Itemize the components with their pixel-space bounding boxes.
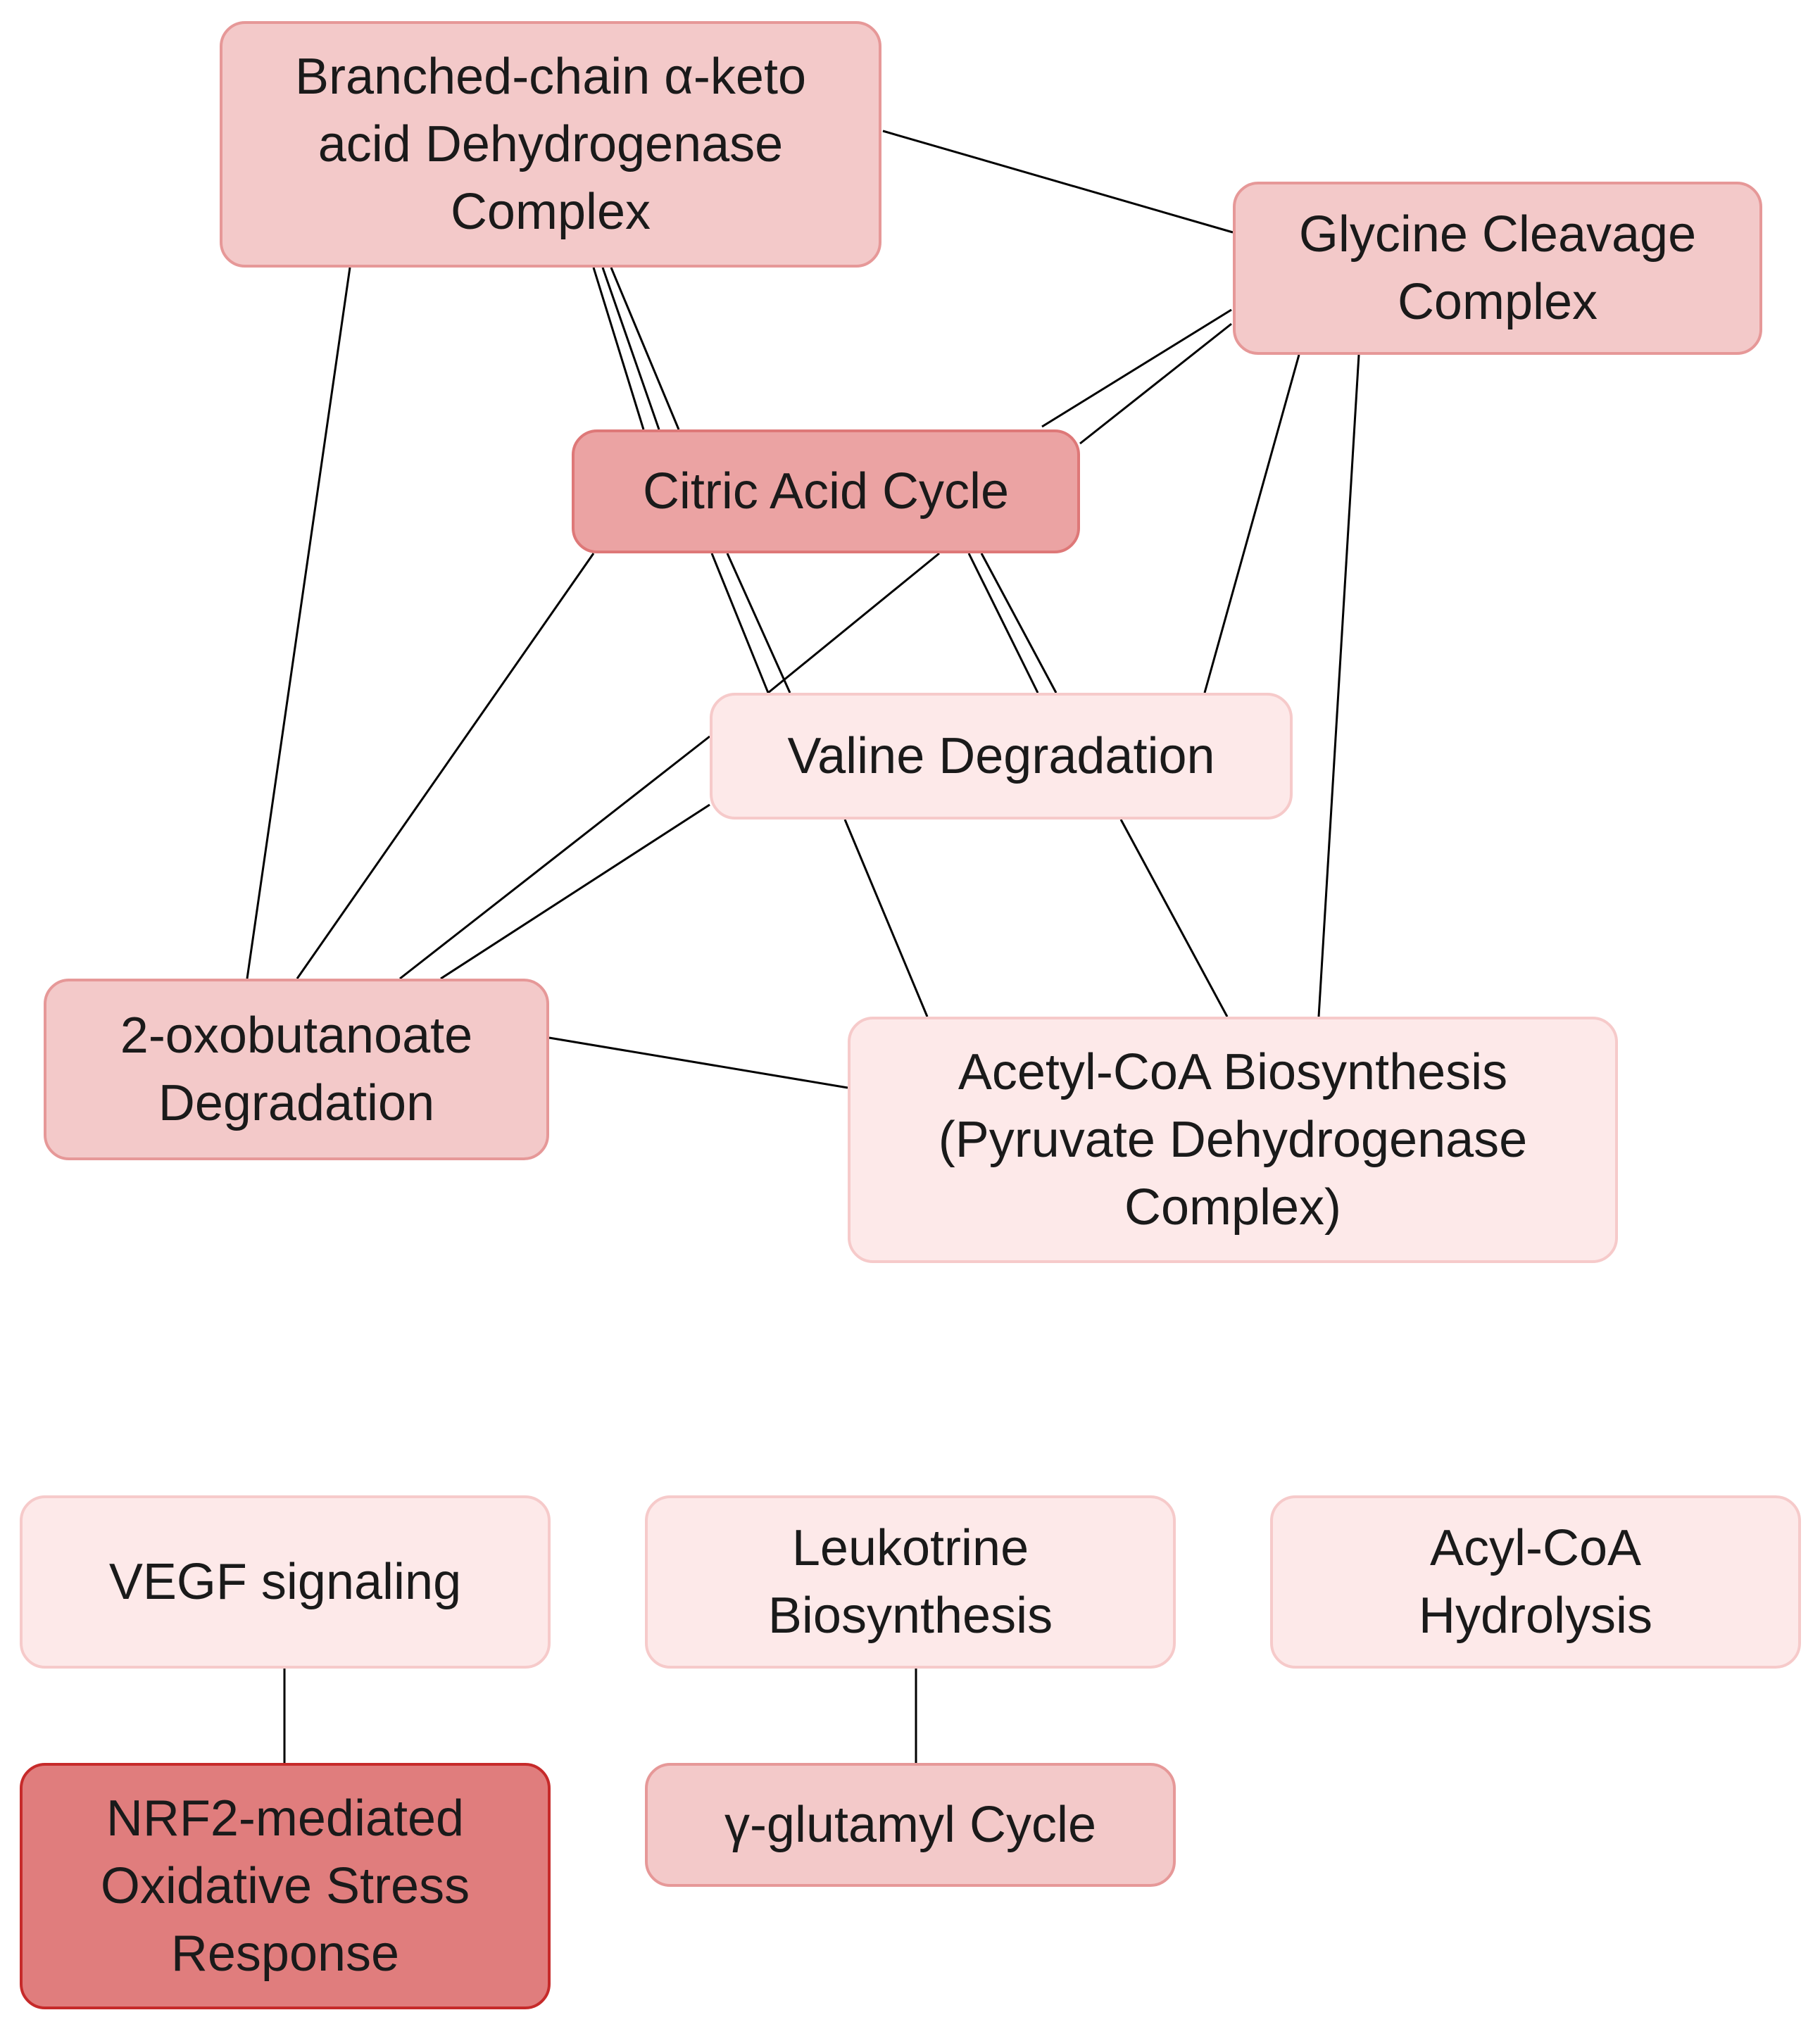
edge-valine-oxobut-b bbox=[440, 803, 710, 980]
node-citric-acid-cycle: Citric Acid Cycle bbox=[572, 429, 1080, 553]
node-nrf2: NRF2-mediated Oxidative Stress Response bbox=[20, 1763, 551, 2009]
edge-valine-acetyl-b bbox=[1119, 819, 1229, 1017]
node-bckdh: Branched-chain α-keto acid Dehydrogenase… bbox=[220, 21, 881, 268]
node-2-oxobutanoate: 2-oxobutanoate Degradation bbox=[44, 979, 549, 1160]
node-acetyl-coa: Acetyl-CoA Biosynthesis (Pyruvate Dehydr… bbox=[848, 1017, 1618, 1263]
edge-tca-valine-a bbox=[710, 553, 770, 693]
edge-bckdh-gcs bbox=[882, 130, 1234, 234]
edge-tca-valine-b bbox=[726, 553, 791, 693]
edge-gcs-tca-a bbox=[1041, 308, 1232, 428]
edge-tca-valine-c bbox=[767, 552, 940, 694]
edge-gcs-acetyl bbox=[1317, 354, 1360, 1017]
edge-gcs-tca-b bbox=[1079, 322, 1232, 445]
node-vegf-signaling: VEGF signaling bbox=[20, 1495, 551, 1669]
node-gamma-glutamyl: γ-glutamyl Cycle bbox=[645, 1763, 1176, 1887]
edge-bckdh-oxobut bbox=[246, 267, 351, 979]
node-glycine-cleavage: Glycine Cleavage Complex bbox=[1233, 182, 1762, 355]
edge-valine-acetyl-a bbox=[843, 819, 929, 1017]
edge-gcs-valine bbox=[1203, 354, 1300, 693]
edge-tca-acetyl-b bbox=[980, 553, 1058, 693]
edge-oxobut-acetyl bbox=[548, 1036, 848, 1089]
edge-bckdh-valine bbox=[610, 267, 680, 430]
node-valine-degradation: Valine Degradation bbox=[710, 693, 1293, 820]
edge-tca-oxobut bbox=[296, 553, 595, 979]
edge-bckdh-tca bbox=[592, 267, 645, 430]
node-acyl-coa-hydrolysis: Acyl-CoA Hydrolysis bbox=[1270, 1495, 1801, 1669]
edge-valine-oxobut-a bbox=[399, 735, 710, 980]
edge-tca-acetyl-a bbox=[967, 553, 1039, 693]
node-leukotrine: Leukotrine Biosynthesis bbox=[645, 1495, 1176, 1669]
edge-bckdh-tca-2 bbox=[601, 267, 660, 430]
